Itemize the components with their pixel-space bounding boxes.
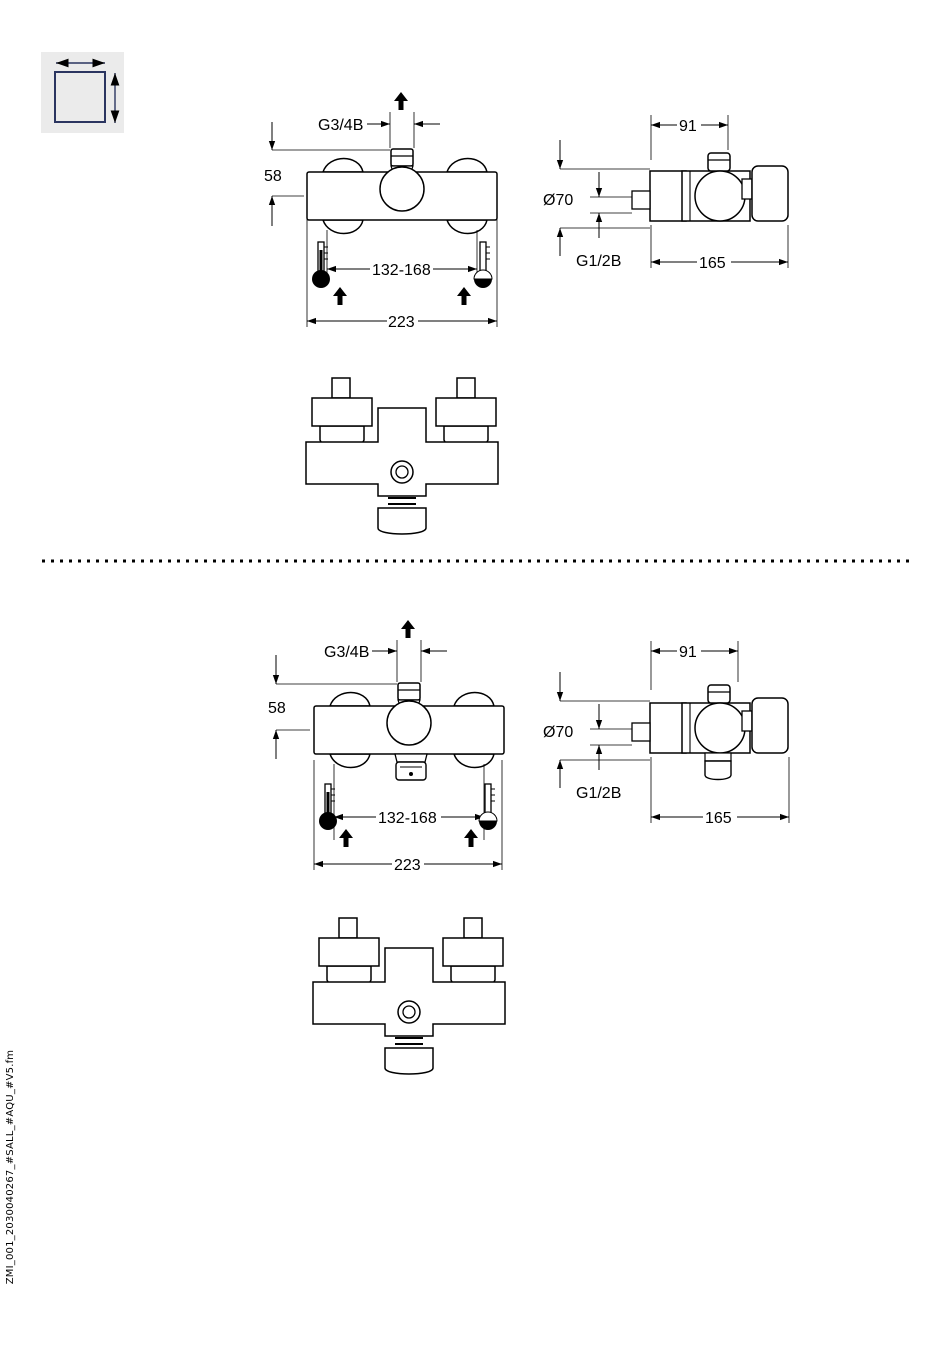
front-view-lower: G3/4B 58 132-168 223 — [268, 620, 504, 874]
outlet-offset-label: 91 — [679, 644, 697, 661]
outlet-offset-label: 91 — [679, 118, 697, 135]
file-id-label: ZMI_001_2030040267_#SALL_#AQU_#V5.fm — [5, 1027, 19, 1307]
side-view-lower: 91 Ø70 G1/2B 165 — [543, 641, 789, 827]
front-view-upper: G3/4B 58 132-168 223 — [264, 92, 497, 331]
width-label: 223 — [388, 314, 415, 331]
body-diameter-label: Ø70 — [543, 724, 573, 741]
side-view-upper: 91 Ø70 G1/2B 165 — [543, 115, 788, 272]
depth-label: 165 — [705, 810, 732, 827]
cold-thermometer-icon — [479, 784, 497, 830]
height-label: 58 — [268, 700, 286, 717]
dimensions-icon — [41, 52, 124, 133]
outlet-arrow-lower — [401, 620, 415, 638]
width-label: 223 — [394, 857, 421, 874]
flow-arrow-icon — [457, 287, 471, 305]
inlet-spacing-label: 132-168 — [372, 262, 431, 279]
outlet-arrow-upper — [394, 92, 408, 110]
body-diameter-label: Ø70 — [543, 192, 573, 209]
flow-arrow-icon — [339, 829, 353, 847]
bottom-view-upper — [306, 378, 498, 534]
inlet-spacing-label: 132-168 — [378, 810, 437, 827]
flow-arrow-icon — [464, 829, 478, 847]
outlet-thread-label: G3/4B — [318, 117, 363, 134]
depth-label: 165 — [699, 255, 726, 272]
inlet-thread-label: G1/2B — [576, 253, 621, 270]
outlet-thread-label: G3/4B — [324, 644, 369, 661]
inlet-thread-label: G1/2B — [576, 785, 621, 802]
bottom-view-lower — [313, 918, 505, 1074]
flow-arrow-icon — [333, 287, 347, 305]
height-label: 58 — [264, 168, 282, 185]
